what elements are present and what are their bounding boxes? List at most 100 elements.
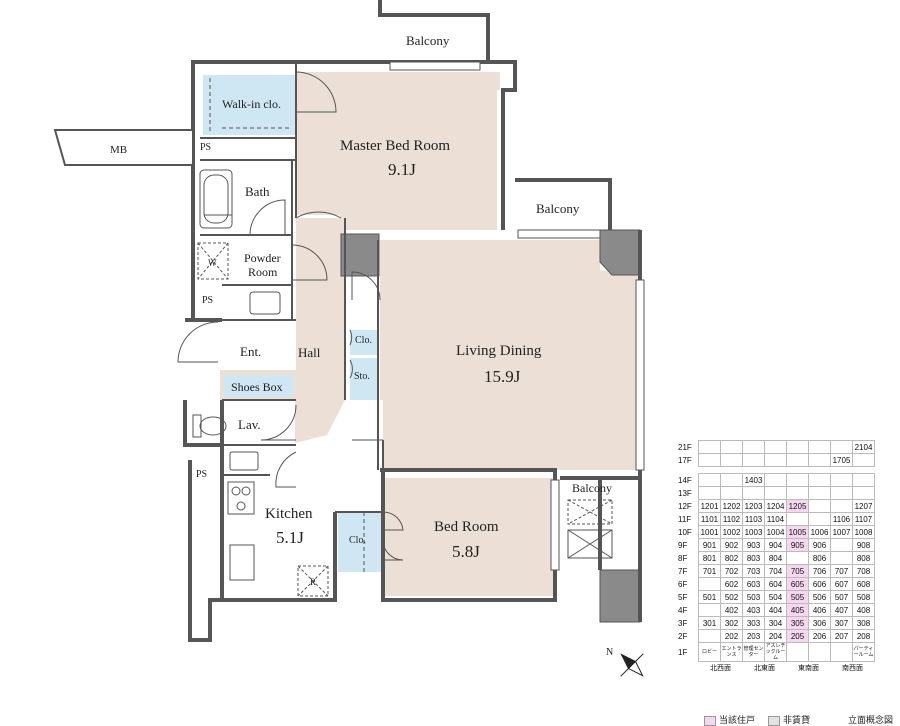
legend-current-text: 当該住戸 <box>719 715 756 725</box>
floor-label: 1F <box>678 647 688 657</box>
floor-label: 17F <box>678 455 692 465</box>
bathtub <box>199 169 233 229</box>
elevation-row: 21F 2104 <box>678 440 875 454</box>
unit-cell <box>720 440 743 454</box>
legend-leased-text: 非賃貸 <box>783 715 811 725</box>
unit-cell: 908 <box>852 538 875 552</box>
unit-cell: 904 <box>764 538 787 552</box>
stove <box>227 481 255 515</box>
unit-cell: 408 <box>852 603 875 617</box>
unit-cell <box>830 538 853 552</box>
unit-cell: 808 <box>852 551 875 565</box>
balcony-right-box-1 <box>567 499 613 525</box>
bedroom-fill <box>385 478 553 596</box>
unit-cell: 506 <box>808 590 831 604</box>
unit-cell: 608 <box>852 577 875 591</box>
unit-cell <box>808 512 831 526</box>
unit-cell: 402 <box>720 603 743 617</box>
unit-cell: 1005 <box>786 525 809 539</box>
unit-cell <box>698 440 721 454</box>
windows <box>389 61 645 571</box>
unit-cell: 605 <box>786 577 809 591</box>
balcony-right-box-2 <box>567 529 613 559</box>
unit-cell: 1006 <box>808 525 831 539</box>
unit-cell: 604 <box>764 577 787 591</box>
unit-cell: 1103 <box>742 512 765 526</box>
legend-current-swatch <box>704 715 716 726</box>
floor-label: 6F <box>678 579 688 589</box>
unit-cell: 406 <box>808 603 831 617</box>
unit-cell: 403 <box>742 603 765 617</box>
unit-cell: 306 <box>808 616 831 630</box>
ps-label-3: PS <box>196 469 208 480</box>
unit-cell <box>786 440 809 454</box>
closet-label: Clo. <box>355 335 372 346</box>
unit-cell: 1101 <box>698 512 721 526</box>
unit-cell <box>764 473 787 487</box>
unit-cell: 2104 <box>852 440 875 454</box>
entrance-label: Ent. <box>240 344 262 359</box>
hall-label: Hall <box>298 345 321 360</box>
unit-cell <box>786 512 809 526</box>
unit-cell: 806 <box>808 551 831 565</box>
balcony-mid-label: Balcony <box>536 201 580 216</box>
unit-cell: 305 <box>786 616 809 630</box>
unit-cell: 505 <box>786 590 809 604</box>
bedroom-area: 5.8J <box>452 542 480 561</box>
unit-cell <box>808 486 831 500</box>
floor-label: 13F <box>678 488 692 498</box>
unit-cell: 206 <box>808 629 831 643</box>
unit-cell <box>698 577 721 591</box>
ps-label-1: PS <box>200 142 212 153</box>
unit-cell: 607 <box>830 577 853 591</box>
floor-label: 14F <box>678 475 692 485</box>
unit-cell <box>720 473 743 487</box>
north-arrow <box>620 653 644 677</box>
room-fills <box>203 72 638 596</box>
shoes-box-label: Shoes Box <box>231 380 283 394</box>
washer-pan <box>197 242 229 280</box>
kitchen-area: 5.1J <box>276 528 304 547</box>
unit-cell: 1003 <box>742 525 765 539</box>
unit-cell: 404 <box>764 603 787 617</box>
unit-cell <box>698 453 721 467</box>
unit-cell: 203 <box>742 629 765 643</box>
storage-label: Sto. <box>354 371 370 382</box>
unit-cell <box>808 453 831 467</box>
floor-label: 12F <box>678 501 692 511</box>
unit-cell <box>830 440 853 454</box>
unit-cell: 1107 <box>852 512 875 526</box>
floor-label: 21F <box>678 442 692 452</box>
unit-cell: 202 <box>720 629 743 643</box>
unit-cell: 504 <box>764 590 787 604</box>
fridge-space <box>297 565 329 597</box>
unit-cell: 304 <box>764 616 787 630</box>
unit-cell <box>830 473 853 487</box>
unit-cell <box>808 473 831 487</box>
master-bedroom-area: 9.1J <box>388 160 416 179</box>
unit-cell: 308 <box>852 616 875 630</box>
unit-cell <box>764 440 787 454</box>
unit-cell <box>742 486 765 500</box>
unit-cell: アスレチックルーム <box>764 642 787 662</box>
unit-cell <box>764 453 787 467</box>
unit-cell: 707 <box>830 564 853 578</box>
unit-cell <box>764 486 787 500</box>
unit-cell <box>830 499 853 513</box>
unit-cell <box>808 642 831 662</box>
fixtures <box>192 78 613 597</box>
floor-label: 8F <box>678 553 688 563</box>
door-swings <box>177 71 404 561</box>
kitchen-label: Kitchen <box>265 506 313 522</box>
balcony-right-label: Balcony <box>572 481 612 495</box>
unit-cell: 702 <box>720 564 743 578</box>
mb-label: MB <box>110 144 128 156</box>
